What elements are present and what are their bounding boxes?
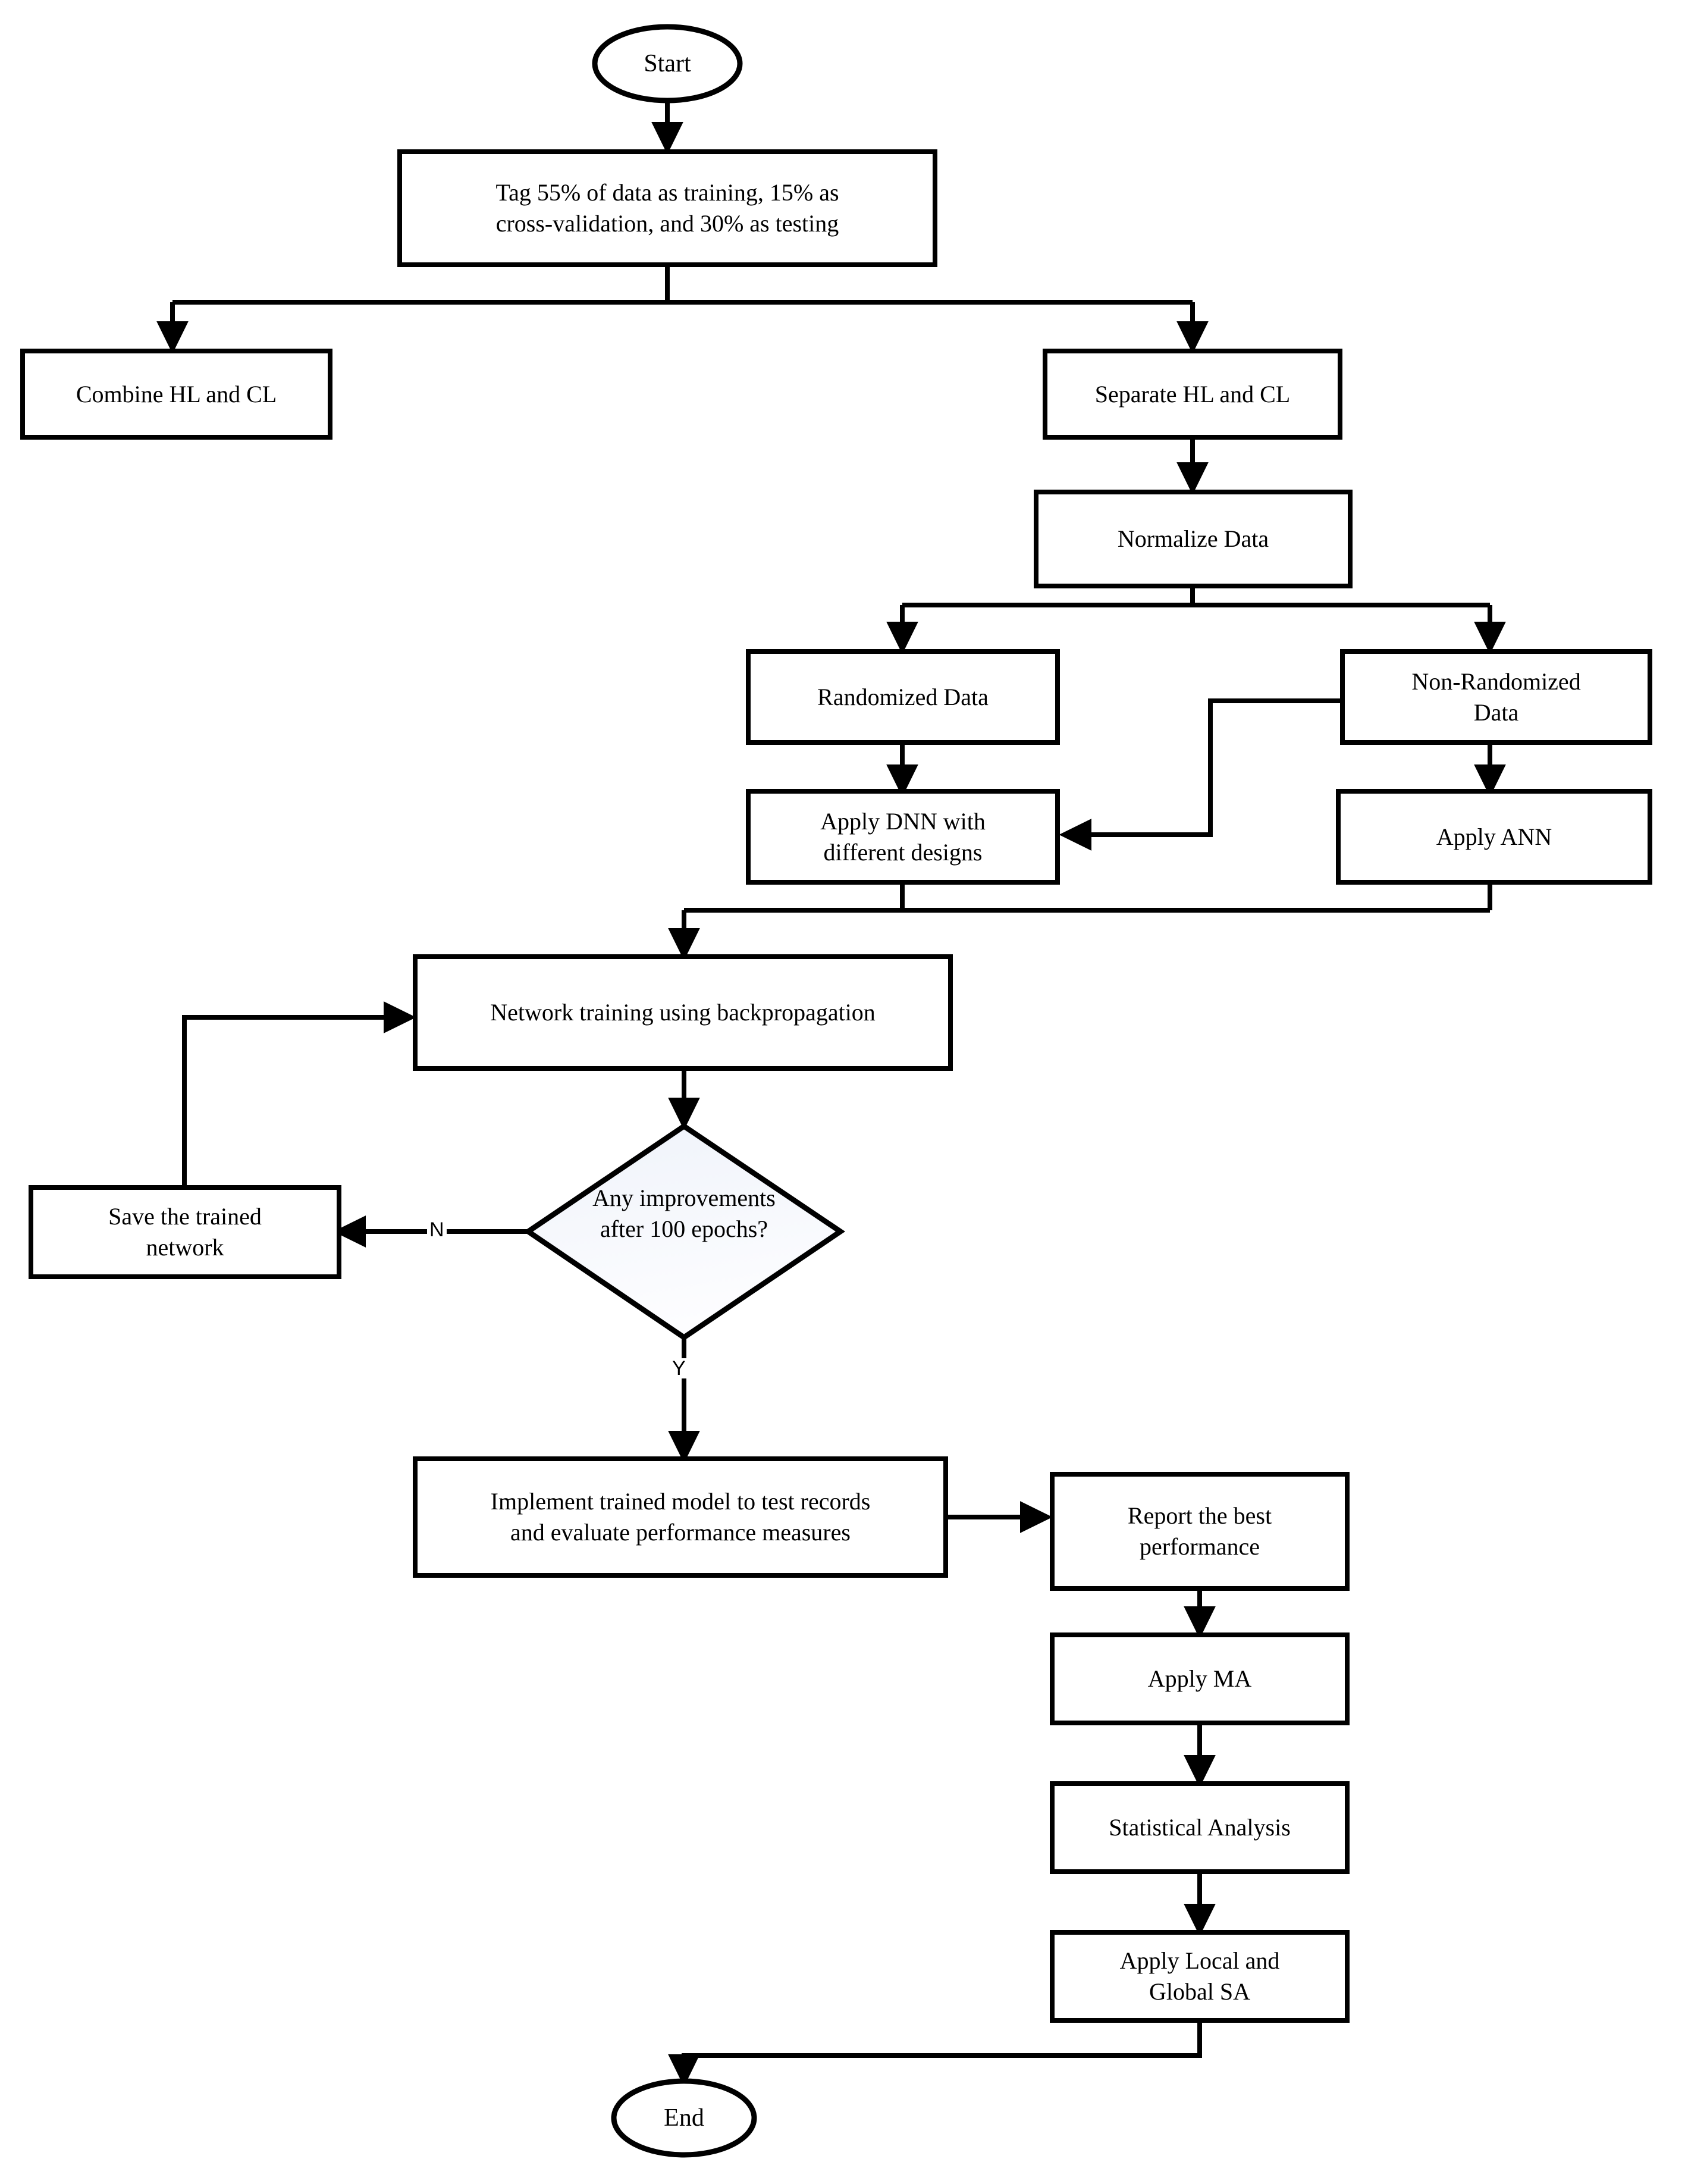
edge-label-no: N (427, 1220, 447, 1240)
box-separate (1043, 349, 1342, 440)
decision-diamond (523, 1123, 846, 1341)
edge-save-to-training-loop (182, 1001, 416, 1186)
box-implement (413, 1456, 948, 1578)
box-apply-sa (1050, 1930, 1350, 2023)
box-non-randomized (1340, 649, 1652, 745)
box-statistical (1050, 1781, 1350, 1874)
box-tag-data (397, 149, 937, 267)
box-apply-dnn (746, 789, 1060, 885)
end-terminator (611, 2078, 757, 2158)
box-normalize (1034, 490, 1353, 588)
edge-label-yes: Y (670, 1358, 688, 1378)
box-randomized (746, 649, 1060, 745)
start-terminator (592, 24, 743, 104)
box-training (413, 954, 953, 1071)
edge-sa-to-end (668, 2020, 1202, 2087)
box-combine (20, 349, 332, 440)
box-save-network (29, 1185, 341, 1279)
box-apply-ma (1050, 1632, 1350, 1725)
edge-nonrandomized-to-dnn (1059, 698, 1342, 851)
box-report-best (1050, 1472, 1350, 1591)
box-apply-ann (1336, 789, 1652, 885)
